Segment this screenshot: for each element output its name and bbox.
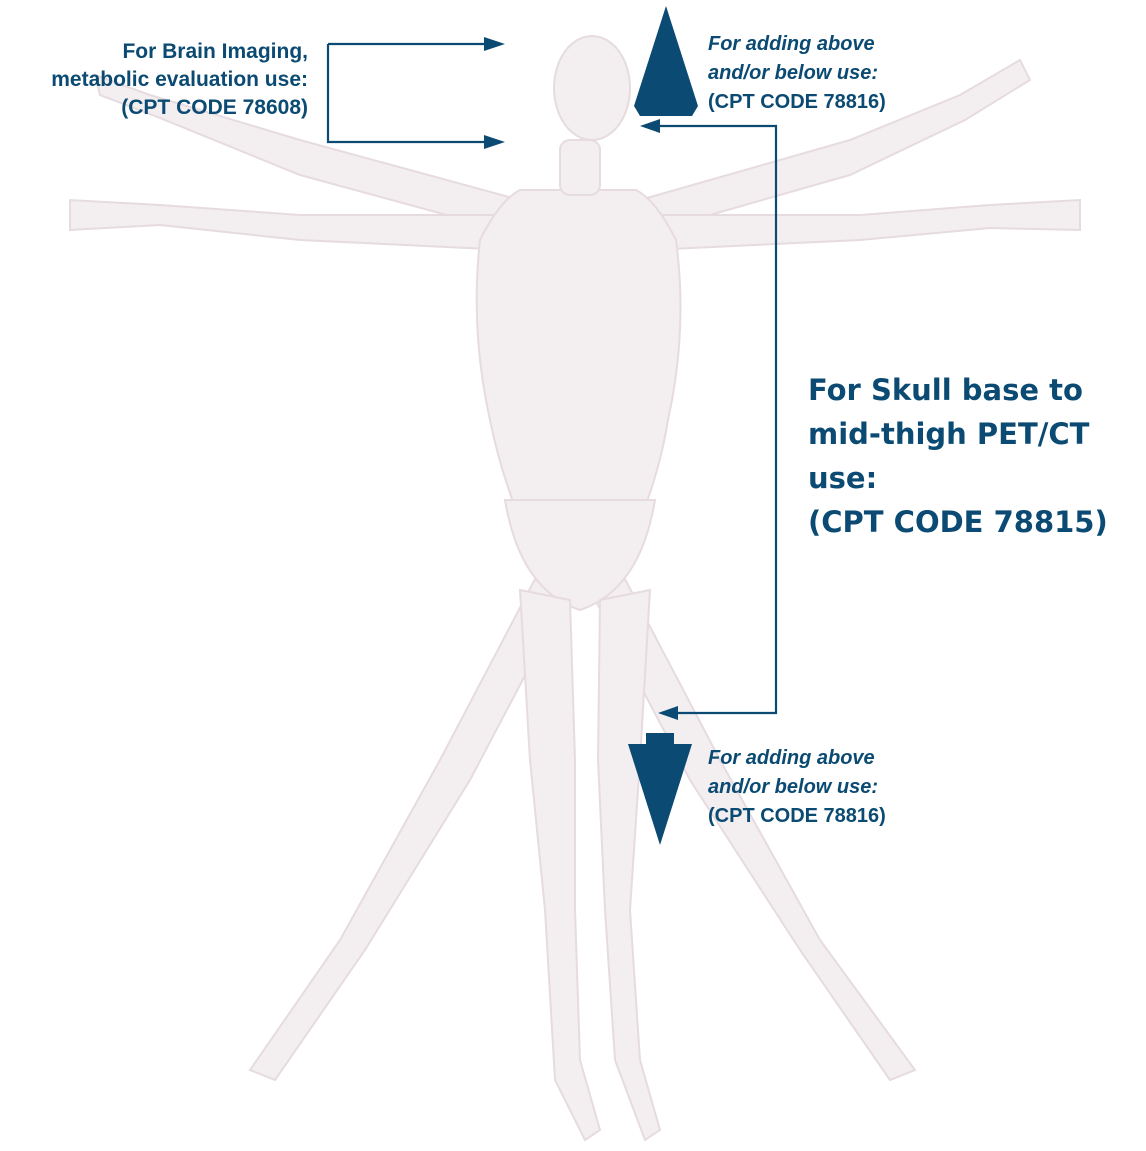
- add-above-label: For adding above and/or below use: (CPT …: [708, 30, 968, 117]
- add-above-code: (CPT CODE 78816): [708, 88, 968, 117]
- add-below-label: For adding above and/or below use: (CPT …: [708, 744, 968, 831]
- brain-imaging-label: For Brain Imaging, metabolic evaluation …: [0, 38, 308, 122]
- human-anatomy-figure: [70, 36, 1080, 1140]
- up-arrow-icon: [634, 6, 698, 116]
- skull-base-line2: mid-thigh PET/CT use:: [808, 412, 1146, 500]
- brain-top-arrowhead: [484, 37, 505, 51]
- skull-base-code: (CPT CODE 78815): [808, 500, 1146, 544]
- add-below-code: (CPT CODE 78816): [708, 802, 968, 831]
- skull-base-line1: For Skull base to: [808, 368, 1146, 412]
- add-above-line1: For adding above: [708, 30, 968, 59]
- add-below-line2: and/or below use:: [708, 773, 968, 802]
- add-below-line1: For adding above: [708, 744, 968, 773]
- brain-imaging-line2: metabolic evaluation use:: [0, 66, 308, 94]
- brain-imaging-line1: For Brain Imaging,: [0, 38, 308, 66]
- brain-bracket-connector: [328, 44, 495, 142]
- brain-imaging-code: (CPT CODE 78608): [0, 94, 308, 122]
- add-above-line2: and/or below use:: [708, 59, 968, 88]
- skull-base-arrowhead: [640, 119, 660, 133]
- brain-bottom-arrowhead: [484, 135, 505, 149]
- skull-base-label: For Skull base to mid-thigh PET/CT use: …: [808, 368, 1146, 544]
